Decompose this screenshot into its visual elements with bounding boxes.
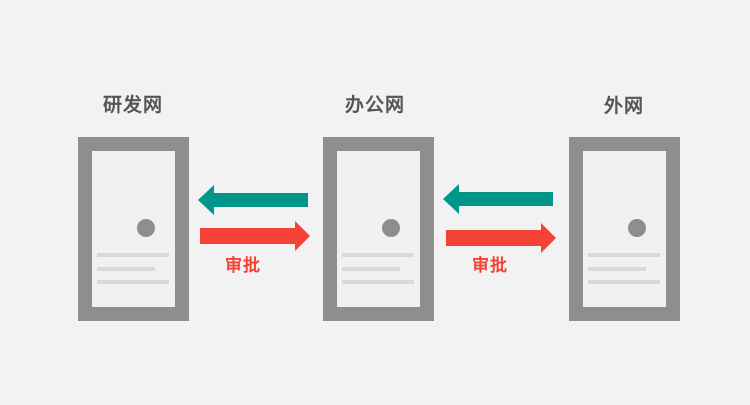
server-line [97,253,169,257]
server-panel [337,151,420,307]
approval-label: 审批 [472,256,508,276]
server-panel [583,151,666,307]
server-line [342,280,414,284]
server-indicator-dot [137,219,155,237]
server-icon [569,137,680,321]
server-line [588,280,660,284]
server-line [588,267,646,271]
label-external-network: 外网 [603,95,644,117]
server-line [97,267,155,271]
server-line [342,267,400,271]
arrow-right-icon [446,223,556,253]
server-indicator-dot [628,219,646,237]
server-panel [92,151,175,307]
approval-label: 审批 [225,256,261,276]
label-rd-network: 研发网 [102,94,163,116]
arrow-left-icon [198,185,308,215]
label-office-network: 办公网 [344,94,405,116]
server-indicator-dot [382,219,400,237]
server-line [342,253,414,257]
arrow-left-icon [443,184,553,214]
arrow-right-icon [200,221,310,251]
server-line [97,280,169,284]
server-line [588,253,660,257]
server-icon [323,137,434,321]
server-icon [78,137,189,321]
